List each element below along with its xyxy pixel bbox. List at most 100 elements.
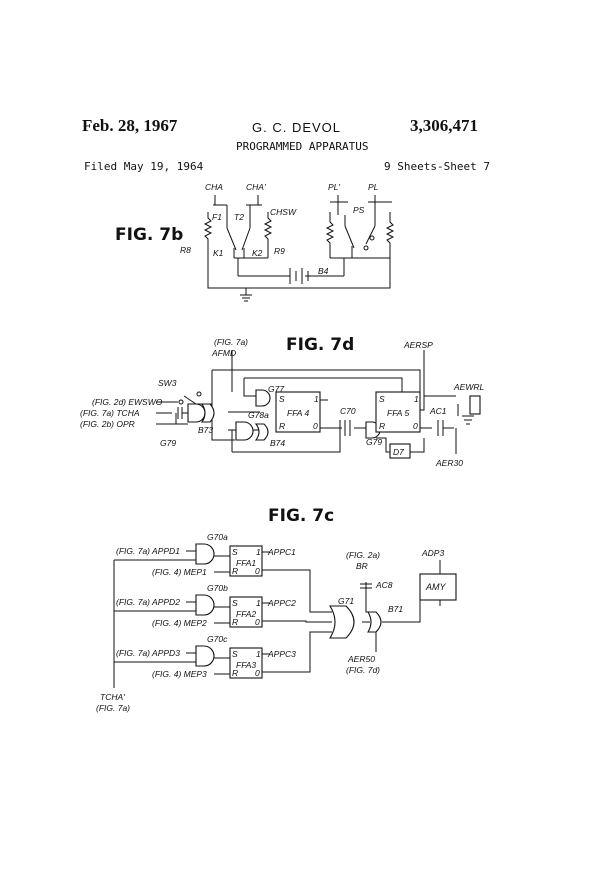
label-cha-prime: CHA' — [246, 182, 266, 192]
gate-g70b — [195, 594, 215, 616]
label-g77: G77 — [268, 384, 284, 394]
label-ps: PS — [353, 205, 365, 215]
inventor-name: G. C. DEVOL — [252, 120, 342, 135]
label-ffa2-r: R — [232, 617, 238, 627]
label-g70b: G70b — [207, 583, 228, 593]
label-ac8: AC8 — [375, 580, 393, 590]
label-fig7a-top: (FIG. 7a) — [214, 337, 248, 347]
amplifier-amy — [419, 573, 457, 601]
label-ffa2: FFA2 — [236, 609, 256, 619]
label-b4: B4 — [318, 266, 329, 276]
label-d7: D7 — [393, 447, 404, 457]
gate-g79-left — [187, 403, 206, 423]
label-g70c: G70c — [207, 634, 228, 644]
label-mep3: (FIG. 4) MEP3 — [152, 669, 207, 679]
label-r9: R9 — [274, 246, 285, 256]
label-opr: (FIG. 2b) OPR — [80, 419, 135, 429]
label-g71: G71 — [338, 596, 354, 606]
fig7c-wiring — [113, 550, 441, 688]
fig7d-title: FIG. 7d — [286, 335, 354, 355]
label-ffa5-1: 1 — [414, 394, 419, 404]
label-ffa5-r: R — [379, 421, 385, 431]
filed-date: Filed May 19, 1964 — [84, 160, 204, 173]
label-ffa3-r: R — [232, 668, 238, 678]
patent-date: Feb. 28, 1967 — [82, 116, 178, 135]
label-ffa2-s: S — [232, 598, 238, 608]
label-b71: B71 — [388, 604, 403, 614]
label-r8: R8 — [180, 245, 191, 255]
label-g70a: G70a — [207, 532, 228, 542]
label-ffa3: FFA3 — [236, 660, 256, 670]
label-pl-prime: PL' — [328, 182, 340, 192]
label-c70: C70 — [340, 406, 356, 416]
label-aersp: AERSP — [403, 340, 433, 350]
flipflop-ffa3 — [229, 647, 263, 679]
patent-subtitle: PROGRAMMED APPARATUS — [236, 140, 369, 153]
label-fig2a: (FIG. 2a) — [346, 550, 380, 560]
fig7b-wiring — [203, 195, 395, 302]
label-afmd: AFMD — [211, 348, 236, 358]
label-ffa4-s: S — [279, 394, 285, 404]
fig7c-diagram: FIG. 7c — [96, 506, 457, 713]
gate-g70a — [195, 543, 215, 565]
label-b73: B73 — [198, 425, 213, 435]
label-g79-left: G79 — [160, 438, 176, 448]
label-ffa1-0: 0 — [255, 566, 260, 576]
flipflop-ffa1 — [229, 545, 263, 577]
label-ffa4-1: 1 — [314, 394, 319, 404]
label-g79-right: G79 — [366, 437, 382, 447]
label-ffa3-s: S — [232, 649, 238, 659]
label-ffa1-1: 1 — [256, 547, 261, 557]
label-sw3: SW3 — [158, 378, 177, 388]
gate-b73 — [200, 403, 215, 423]
label-aer50: AER50 — [347, 654, 375, 664]
label-ffa1-s: S — [232, 547, 238, 557]
flipflop-ffa5 — [375, 391, 421, 433]
label-appd3: (FIG. 7a) APPD3 — [116, 648, 180, 658]
label-tcha-prime: TCHA' — [100, 692, 125, 702]
sheet-count: 9 Sheets-Sheet 7 — [384, 160, 490, 173]
label-mep2: (FIG. 4) MEP2 — [152, 618, 207, 628]
label-ewswo: (FIG. 2d) EWSWO — [92, 397, 163, 407]
fig7d-diagram: FIG. 7d — [80, 335, 485, 468]
label-adp3: ADP3 — [421, 548, 444, 558]
gate-g77 — [255, 389, 271, 407]
label-ffa1-r: R — [232, 566, 238, 576]
patent-number: 3,306,471 — [410, 116, 478, 135]
label-aer30: AER30 — [435, 458, 463, 468]
label-tcha: (FIG. 7a) TCHA — [80, 408, 140, 418]
label-appc1: APPC1 — [267, 547, 296, 557]
label-ffa1: FFA1 — [236, 558, 256, 568]
block-d7 — [389, 443, 411, 459]
label-pl: PL — [368, 182, 379, 192]
label-k2: K2 — [252, 248, 263, 258]
label-ffa2-0: 0 — [255, 617, 260, 627]
gate-g71 — [329, 605, 355, 639]
label-chsw: CHSW — [270, 207, 297, 217]
label-ffa2-1: 1 — [256, 598, 261, 608]
label-mep1: (FIG. 4) MEP1 — [152, 567, 207, 577]
label-k1: K1 — [213, 248, 224, 258]
label-f1: F1 — [212, 212, 222, 222]
label-g78a: G78a — [248, 410, 269, 420]
label-appc2: APPC2 — [267, 598, 296, 608]
label-aewrl: AEWRL — [453, 382, 485, 392]
gate-b74 — [254, 423, 269, 441]
label-ffa5-s: S — [379, 394, 385, 404]
fig7c-title: FIG. 7c — [268, 506, 334, 526]
label-ffa5-0: 0 — [413, 421, 418, 431]
label-amy: AMY — [425, 582, 447, 592]
label-cha: CHA — [205, 182, 223, 192]
fig7b-diagram: FIG. 7b CHA — [115, 182, 395, 302]
label-b74: B74 — [270, 438, 285, 448]
label-appd1: (FIG. 7a) APPD1 — [116, 546, 180, 556]
label-appd2: (FIG. 7a) APPD2 — [116, 597, 180, 607]
label-br: BR — [356, 561, 368, 571]
label-ffa4-0: 0 — [313, 421, 318, 431]
label-ffa3-1: 1 — [256, 649, 261, 659]
fig7b-title: FIG. 7b — [115, 225, 183, 245]
aewrl-relay — [469, 395, 481, 415]
label-fig7a-bottom: (FIG. 7a) — [96, 703, 130, 713]
flipflop-ffa2 — [229, 596, 263, 628]
